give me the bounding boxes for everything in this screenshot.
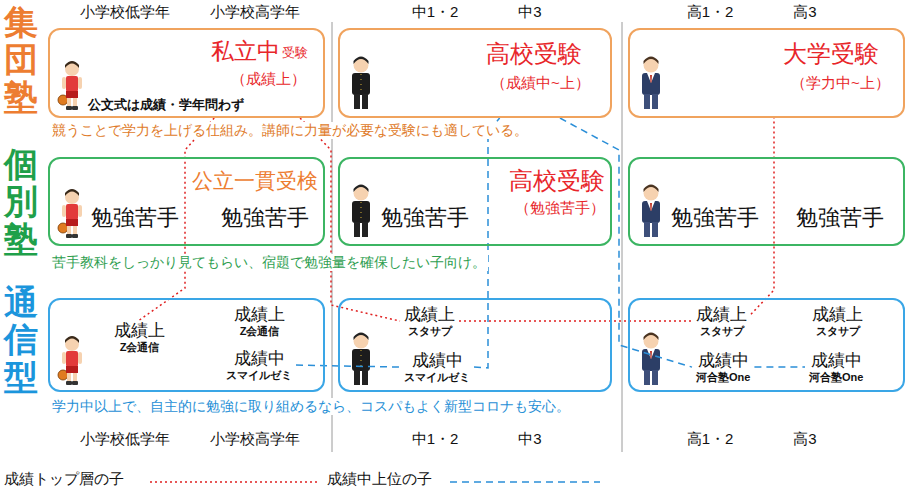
box-text: 勉強苦手 [795,205,885,230]
service-name: Z会通信 [113,341,166,354]
grade-level: 成績上 [811,305,864,325]
course-item: 成績中河合塾One [805,350,867,384]
high-school-student-icon [642,185,660,238]
box-text: 勉強苦手 [220,205,310,230]
course-item: 成績中スマイルゼミ [222,348,296,382]
high-school-student-icon [642,333,660,386]
box-text: 高校受験 [485,40,583,68]
course-item: 成績上スタサプ [692,304,751,338]
grade-level: 成績上 [113,321,166,341]
column-header: 小学校高学年 [208,430,302,448]
high-school-student-icon [642,57,660,110]
row-title: 通信型 [4,284,38,396]
box-text: （成績中~上） [490,74,591,91]
elementary-child-icon [58,189,82,238]
top-student-path [459,320,692,322]
grade-level: 成績上 [233,305,286,325]
box-text: 受験 [281,46,309,61]
column-header: 小学校低学年 [78,430,172,448]
column-divider [622,22,623,452]
box-text: 大学受験 [782,40,880,68]
category-box: 公立一貫受検勉強苦手勉強苦手 [48,157,325,246]
column-header: 中3 [516,3,543,21]
box-text: 高校受験 [508,167,606,195]
box-text: （勉強苦手） [514,199,606,216]
category-box: 成績上スタサプ成績上スタサプ成績中河合塾One成績中河合塾One [628,298,905,392]
service-name: 河合塾One [808,371,864,384]
service-name: スマイルゼミ [403,371,471,384]
legend-line-sample [450,481,600,483]
box-text: （学力中~上） [790,74,891,91]
elementary-child-icon [58,336,82,385]
column-header: 高1・2 [685,3,736,21]
row-caption: 学力中以上で、自主的に勉強に取り組めるなら、コスパもよく新型コロナも安心。 [50,398,572,415]
column-header: 小学校低学年 [78,3,172,21]
service-name: スマイルゼミ [225,369,293,382]
column-header: 小学校高学年 [208,3,302,21]
grade-level: 成績上 [695,305,748,325]
course-item: 成績上スタサプ [808,304,867,338]
service-name: スタサプ [811,325,864,338]
course-item: 成績中スマイルゼミ [400,350,474,384]
column-header: 中1・2 [410,430,461,448]
box-text: 勉強苦手 [380,205,470,230]
box-text: 公文式は成績・学年問わず [87,98,245,113]
grade-level: 成績上 [403,305,456,325]
service-name: スタサプ [695,325,748,338]
column-header: 中1・2 [410,3,461,21]
row-caption: 競うことで学力を上げる仕組み。講師に力量が必要な受験にも適している。 [50,122,530,139]
service-name: 河合塾One [695,371,751,384]
junior-high-student-icon [352,185,370,238]
legend-label: 成績トップ層の子 [2,470,126,488]
grade-level: 成績中 [695,351,751,371]
row-title: 個別塾 [4,146,38,258]
mid-student-path [474,118,500,368]
category-box: 大学受験 （学力中~上） [628,28,905,118]
row-title: 集団塾 [4,4,38,116]
category-box: 私立中受験 （成績上） 公文式は成績・学年問わず [48,28,325,118]
column-header: 高3 [791,430,818,448]
box-text: 公立一貫受検 [191,169,319,193]
box-text: （成績上） [230,70,307,87]
category-box: 高校受験 （勉強苦手） 勉強苦手 [338,157,612,246]
box-text: 勉強苦手 [670,205,760,230]
box-text: 勉強苦手 [90,205,180,230]
column-header: 高1・2 [685,430,736,448]
category-box: 成績上Z会通信成績上Z会通信成績中スマイルゼミ [48,298,325,392]
grade-level: 成績中 [225,349,293,369]
junior-high-student-icon [352,57,370,110]
mid-student-path [560,118,692,367]
service-name: スタサプ [403,325,456,338]
mid-student-path [296,365,400,367]
mid-student-path [754,366,805,368]
course-item: 成績上Z会通信 [230,304,289,338]
grade-level: 成績中 [403,351,471,371]
course-item: 成績上スタサプ [400,304,459,338]
category-box: 成績上スタサプ成績中スマイルゼミ [338,298,612,392]
grade-level: 成績中 [808,351,864,371]
column-header: 高3 [791,3,818,21]
category-box: 高校受験 （成績中~上） [338,28,612,118]
row-caption: 苦手教科をしっかり見てもらい、宿題で勉強量を確保したい子向け。 [50,254,488,271]
service-name: Z会通信 [233,325,286,338]
junior-high-student-icon [352,333,370,386]
elementary-child-icon [58,61,82,110]
legend-line-sample [150,481,320,483]
column-header: 中3 [516,430,543,448]
course-item: 成績中河合塾One [692,350,754,384]
legend-label: 成績中上位の子 [325,470,434,488]
box-text: 私立中 [210,38,281,64]
course-item: 成績上Z会通信 [110,320,169,354]
category-box: 勉強苦手 勉強苦手 [628,157,905,246]
